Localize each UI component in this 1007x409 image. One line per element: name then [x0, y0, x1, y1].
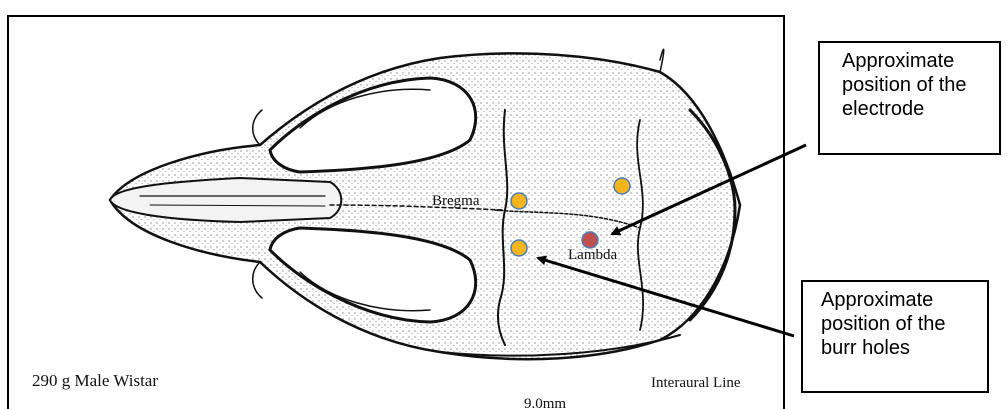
electrode-callout-text: Approximate position of the electrode: [842, 50, 967, 120]
skull-drawing: [110, 49, 740, 359]
lambda-label: Lambda: [568, 247, 617, 263]
electrode-marker: [582, 232, 598, 248]
bregma-label: Bregma: [432, 193, 480, 209]
burr-hole-marker: [614, 178, 630, 194]
burr-hole-marker: [511, 240, 527, 256]
interaural-line-label: Interaural Line: [651, 375, 741, 391]
burr-hole-marker: [511, 193, 527, 209]
specimen-label: 290 g Male Wistar: [32, 371, 158, 390]
scale-label: 9.0mm: [524, 396, 566, 409]
burr-holes-callout-box: Approximate position of the burr holes: [801, 280, 989, 393]
burr-holes-callout-text: Approximate position of the burr holes: [821, 289, 946, 359]
electrode-callout-box: Approximate position of the electrode: [818, 41, 1001, 155]
